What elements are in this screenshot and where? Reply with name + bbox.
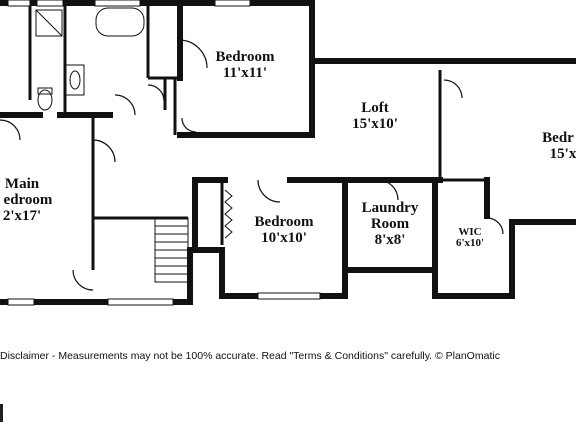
bath-fixtures: [35, 7, 145, 111]
room-wic-dims: 6'x10': [456, 237, 484, 249]
room-bedroom-right-dims: 15'x: [550, 146, 576, 162]
edge-marker: [0, 404, 3, 422]
room-loft-name: Loft: [361, 100, 389, 116]
room-bedroom-top-name: Bedroom: [216, 49, 275, 65]
closet-doors: [224, 189, 233, 239]
room-bedroom-top-dims: 11'x11': [223, 65, 267, 81]
sink-icon: [65, 64, 85, 96]
room-main-bedroom-dims: 2'x17': [3, 208, 41, 224]
room-labels: Bedroom 11'x11' Loft 15'x10' Bedr 15'x M…: [3, 49, 576, 249]
room-bedroom-mid-dims: 10'x10': [261, 230, 307, 246]
room-wic-name: WIC: [458, 226, 481, 238]
stairs: [154, 217, 189, 283]
disclaimer-text: Disclaimer - Measurements may not be 100…: [0, 350, 500, 362]
doors: [0, 39, 504, 291]
room-laundry-line2: Room: [371, 216, 410, 232]
walls: [0, 0, 576, 305]
room-bedroom-mid-name: Bedroom: [255, 214, 314, 230]
room-main-bedroom-line1: Main: [5, 176, 40, 192]
room-main-bedroom-line2: edroom: [4, 192, 53, 208]
interior-walls: [28, 3, 487, 270]
room-laundry-dims: 8'x8': [375, 232, 406, 248]
windows: [7, 0, 321, 306]
room-bedroom-right-name: Bedr: [542, 130, 574, 146]
toilet-icon: [37, 89, 53, 111]
bathtub-icon: [95, 7, 145, 37]
shower-icon: [35, 9, 63, 37]
room-loft-dims: 15'x10': [352, 116, 398, 132]
room-laundry-line1: Laundry: [362, 200, 419, 216]
